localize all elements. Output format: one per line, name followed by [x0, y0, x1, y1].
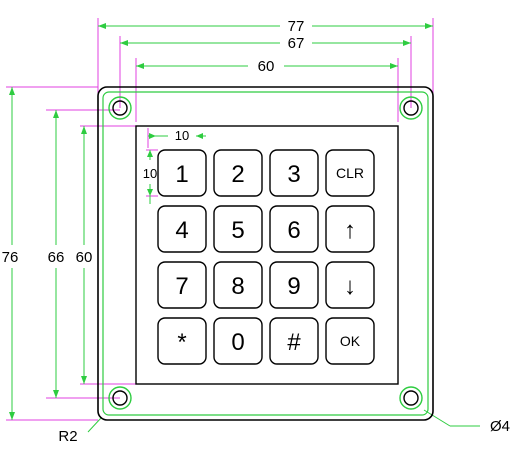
key-label: 3 [287, 161, 300, 188]
key-outline [213, 205, 263, 253]
key-label: 5 [231, 217, 244, 244]
key-0-0: 1 [157, 149, 207, 197]
key-label: CLR [336, 165, 364, 181]
key-label: 7 [175, 273, 188, 300]
key-2-2: 9 [269, 261, 319, 309]
key-2-1: 8 [213, 261, 263, 309]
key-3-2: # [269, 317, 319, 365]
dim-key-pitch-vertical: 10 [143, 166, 157, 181]
key-label: 6 [287, 217, 300, 244]
dimension-lines [9, 23, 480, 433]
key-outline [157, 317, 207, 365]
key-1-2: 6 [269, 205, 319, 253]
key-outline [157, 205, 207, 253]
key-3-0: * [157, 317, 207, 365]
key-3-1: 0 [213, 317, 263, 365]
mounting-holes [108, 96, 423, 410]
dim-hole-diameter: Ø4 [490, 418, 510, 435]
dimension-labels: 77 67 60 76 66 60 10 10 R2 Ø4 [2, 18, 510, 445]
key-outline [213, 149, 263, 197]
panel-outline [97, 86, 434, 421]
key-grid: 1 2 3 CLR 4 5 6 ↑ 7 8 9 ↓ * 0 # OK [157, 149, 375, 365]
key-2-0: 7 [157, 261, 207, 309]
key-3-3: OK [325, 317, 375, 365]
key-outline [325, 205, 375, 253]
key-1-1: 5 [213, 205, 263, 253]
key-label: 4 [175, 217, 188, 244]
key-outline [325, 317, 375, 365]
extension-lines [6, 18, 434, 421]
dim-window-height: 60 [76, 249, 93, 266]
key-2-3: ↓ [325, 261, 375, 309]
mounting-hole-bottom-left [108, 386, 132, 410]
key-1-0: 4 [157, 205, 207, 253]
mounting-hole-top-right [399, 96, 423, 120]
key-0-3: CLR [325, 149, 375, 197]
key-outline [157, 261, 207, 309]
key-0-2: 3 [269, 149, 319, 197]
key-label: 9 [287, 273, 300, 300]
key-outline [213, 261, 263, 309]
key-outline [325, 261, 375, 309]
key-label: ↑ [344, 217, 356, 244]
key-label: * [177, 329, 186, 356]
key-outline [269, 149, 319, 197]
mounting-hole-bottom-right [399, 386, 423, 410]
key-label: 0 [231, 329, 244, 356]
dim-window-width: 60 [258, 58, 275, 75]
key-label: 1 [175, 161, 188, 188]
dim-hole-spacing-width: 67 [288, 35, 305, 52]
key-label: ↓ [344, 273, 356, 300]
dim-corner-radius: R2 [58, 428, 77, 445]
key-label: 8 [231, 273, 244, 300]
key-outline [213, 317, 263, 365]
dim-overall-height: 76 [2, 249, 19, 266]
key-label: OK [340, 333, 361, 349]
key-label: 2 [231, 161, 244, 188]
key-outline [269, 317, 319, 365]
key-outline [325, 149, 375, 197]
key-label: # [287, 329, 301, 356]
key-outline [157, 149, 207, 197]
mounting-hole-top-left [108, 96, 132, 120]
key-outline [269, 261, 319, 309]
dim-hole-spacing-height: 66 [48, 249, 65, 266]
key-1-3: ↑ [325, 205, 375, 253]
key-outline [269, 205, 319, 253]
key-0-1: 2 [213, 149, 263, 197]
dim-key-pitch-horizontal: 10 [175, 128, 189, 143]
dim-overall-width: 77 [288, 18, 305, 35]
